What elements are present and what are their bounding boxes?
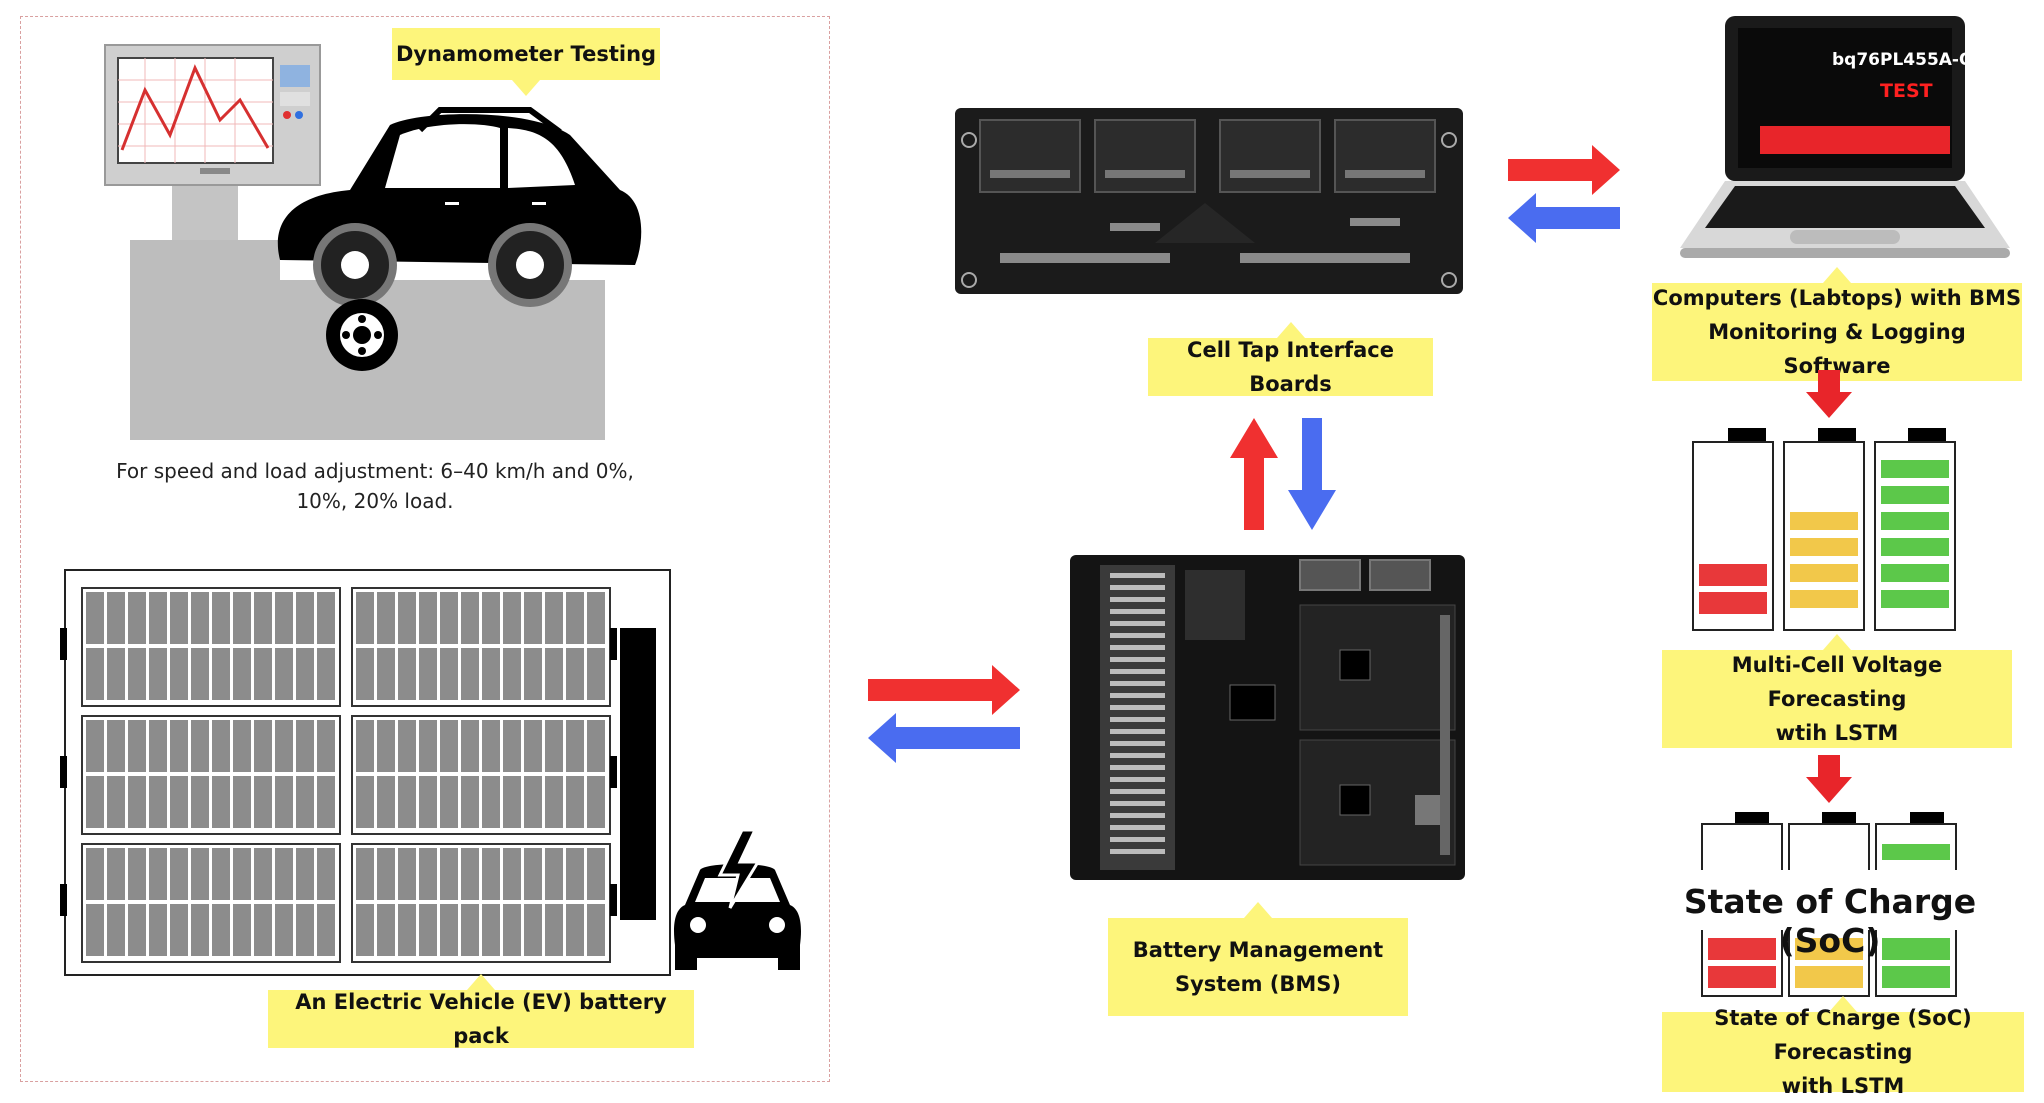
- laptop-screen-line2: TEST: [1880, 80, 1933, 102]
- left-panel-frame: [20, 16, 830, 1082]
- laptop-icon: [1680, 16, 2010, 258]
- soc-title: State of Charge (SoC): [1683, 882, 1977, 960]
- cell-tap-callout: Cell Tap Interface Boards: [1148, 322, 1433, 396]
- dynamometer-illustration: [104, 44, 642, 440]
- horizontal-arrows-pack-bms: [868, 665, 1020, 763]
- speed-load-note: For speed and load adjustment: 6–40 km/h…: [116, 459, 634, 513]
- horizontal-arrows-board-laptop: [1508, 145, 1620, 243]
- battery-levels-soc: [1700, 812, 1962, 997]
- bms-board: [1070, 555, 1465, 880]
- vertical-arrows-bms-board: [1230, 418, 1336, 530]
- down-arrow-2: [1806, 755, 1852, 803]
- laptop-screen-line1: bq76PL455A-Q: [1832, 50, 1974, 70]
- computers-callout: Computers (Labtops) with BMS Monitoring …: [1652, 267, 2022, 381]
- cell-tap-interface-board: [955, 108, 1463, 294]
- ev-battery-pack: [60, 569, 671, 976]
- soc-forecast-callout: State of Charge (SoC) Forecasting with L…: [1662, 996, 2024, 1098]
- bms-callout: Battery Management System (BMS): [1108, 902, 1408, 1016]
- battery-levels-voltage: [1692, 428, 1956, 631]
- dynamometer-callout: Dynamometer Testing: [392, 28, 660, 96]
- down-arrow-1: [1806, 370, 1852, 418]
- ev-pack-callout: An Electric Vehicle (EV) battery pack: [268, 974, 694, 1048]
- voltage-forecast-callout: Multi-Cell Voltage Forecasting wtih LSTM: [1662, 634, 2012, 748]
- ev-charging-car-icon: [674, 828, 801, 970]
